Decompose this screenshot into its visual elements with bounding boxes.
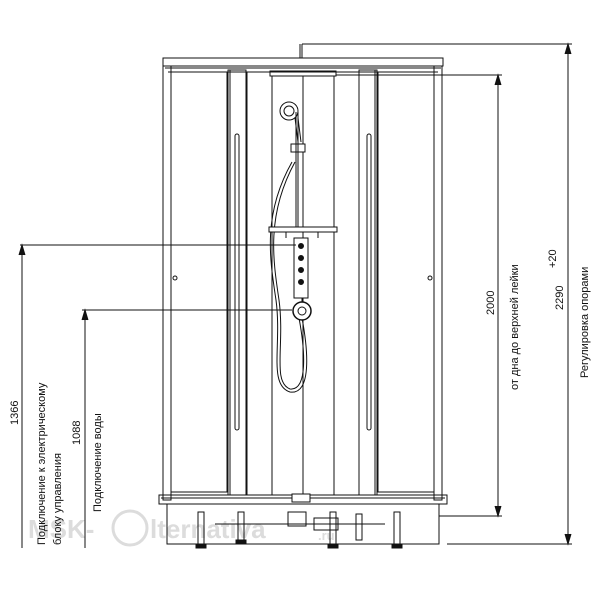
dimension-water: [81, 308, 292, 548]
watermark-right: lternativa: [150, 514, 266, 544]
electrical-value: 1366: [9, 401, 21, 425]
left-fixing-screw: [172, 275, 178, 281]
top-canopy: [162, 44, 444, 77]
watermark-at-icon: [111, 509, 149, 547]
electrical-caption-line1: Подключение к электрическому: [36, 382, 48, 545]
label-water: 1088 Подключение воды: [71, 413, 104, 512]
dimension-shower-height: [336, 73, 502, 518]
watermark-suffix: .ru: [318, 528, 335, 543]
right-door-handle: [366, 133, 372, 431]
label-shower-height: 2000 от дна до верхней лейки: [485, 264, 521, 390]
right-side-panel: [377, 65, 443, 501]
left-side-panel: [162, 65, 228, 501]
watermark-left: MSK-: [28, 514, 94, 544]
dimension-electrical: [18, 243, 296, 548]
shower-height-caption: от дна до верхней лейки: [509, 264, 521, 390]
left-door-handle: [234, 133, 240, 431]
label-electrical: 1366 Подключение к электрическому блоку …: [9, 382, 64, 545]
left-sliding-door: [227, 69, 247, 496]
electrical-caption-line2: блоку управления: [52, 453, 64, 545]
watermark: MSK- lternativa .ru: [28, 509, 335, 547]
shelf: [268, 226, 338, 238]
water-value: 1088: [71, 421, 83, 445]
shower-height-value: 2000: [485, 291, 497, 315]
total-height-value: 2290: [554, 286, 566, 310]
total-height-caption: Регулировка опорами: [579, 267, 591, 378]
label-total-height: 2290 +20 Регулировка опорами: [547, 249, 591, 378]
total-height-tolerance: +20: [547, 249, 559, 268]
right-sliding-door: [358, 69, 378, 496]
tray-legs: [195, 511, 403, 549]
dimension-total-height: [302, 42, 572, 546]
mixer: [292, 298, 312, 321]
massage-jets: [293, 237, 309, 299]
water-caption: Подключение воды: [92, 413, 104, 512]
right-fixing-screw: [427, 275, 433, 281]
shower-tray: [158, 493, 448, 545]
